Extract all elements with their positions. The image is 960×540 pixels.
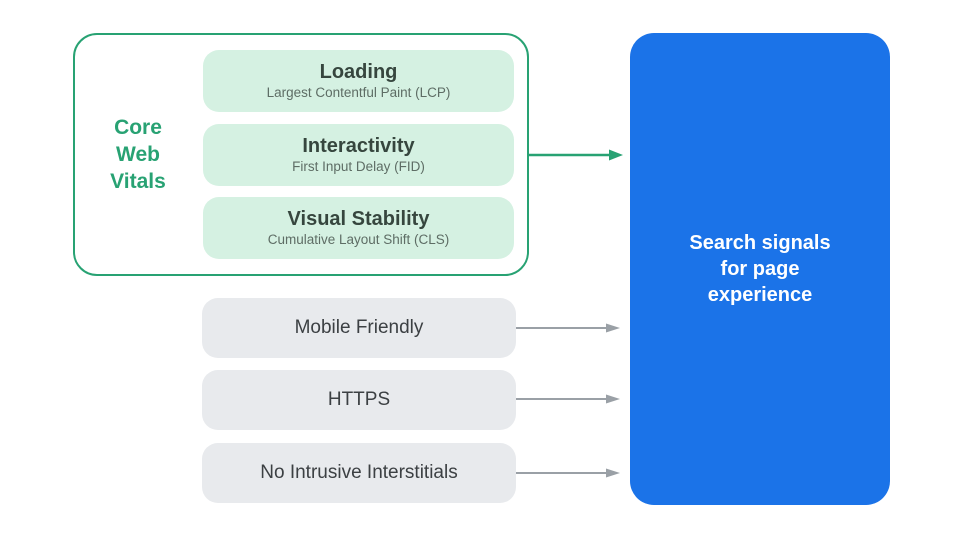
core-web-vitals-label-line: Web: [116, 143, 160, 166]
signal-card-no-intrusive-interstitials: No Intrusive Interstitials: [202, 443, 516, 503]
signal-card-label: Mobile Friendly: [294, 317, 424, 338]
vital-card-title: Loading: [319, 61, 398, 83]
core-web-vitals-label: Core Web Vitals: [73, 33, 203, 276]
search-signals-text-line: for page: [720, 258, 800, 280]
vital-card-visual-stability: Visual Stability Cumulative Layout Shift…: [203, 197, 514, 259]
signal-card-https: HTTPS: [202, 370, 516, 430]
signal-card-mobile-friendly: Mobile Friendly: [202, 298, 516, 358]
vital-card-subtitle: Largest Contentful Paint (LCP): [266, 85, 451, 100]
arrow-https-icon: [516, 394, 620, 404]
vital-card-title: Visual Stability: [287, 208, 430, 230]
core-web-vitals-group: [73, 33, 529, 276]
search-signals-text-line: experience: [707, 284, 813, 306]
core-web-vitals-label-line: Core: [114, 116, 162, 139]
search-signals-text-line: Search signals: [689, 232, 831, 254]
vital-card-title: Interactivity: [302, 135, 415, 157]
core-web-vitals-arrow-icon: [529, 149, 623, 161]
signal-card-label: No Intrusive Interstitials: [260, 462, 458, 483]
core-web-vitals-label-line: Vitals: [110, 170, 166, 193]
vital-card-loading: Loading Largest Contentful Paint (LCP): [203, 50, 514, 112]
vital-card-interactivity: Interactivity First Input Delay (FID): [203, 124, 514, 186]
arrow-mobile-friendly-icon: [516, 323, 620, 333]
arrow-no-intrusive-interstitials-icon: [516, 468, 620, 478]
search-signals-box: Search signals for page experience: [630, 33, 890, 505]
signal-card-label: HTTPS: [327, 389, 391, 410]
vital-card-subtitle: First Input Delay (FID): [292, 159, 425, 174]
vital-card-subtitle: Cumulative Layout Shift (CLS): [267, 232, 450, 247]
